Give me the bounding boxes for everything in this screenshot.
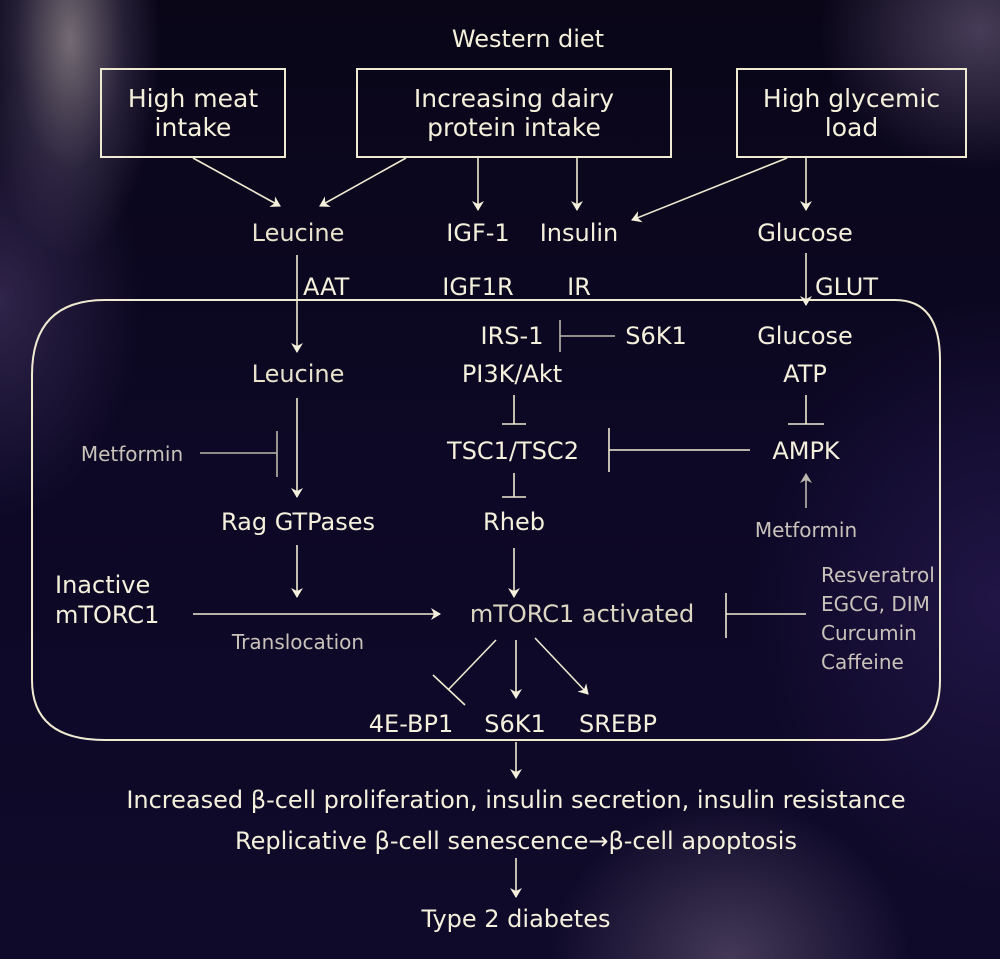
node-s6k1-feedback: S6K1 bbox=[625, 322, 687, 350]
node-leucine-intracellular: Leucine bbox=[251, 360, 345, 388]
arrow-dairy-to-leucine bbox=[319, 157, 407, 207]
node-4ebp1: 4E-BP1 bbox=[368, 710, 454, 738]
node-tsc1-tsc2: TSC1/TSC2 bbox=[447, 437, 579, 465]
inhibitor-caffeine: Caffeine bbox=[821, 650, 904, 674]
receptor-glut: GLUT bbox=[815, 273, 878, 301]
inhibitor-list: Resveratrol EGCG, DIM Curcumin Caffeine bbox=[821, 561, 935, 677]
outcome-line-2: Replicative β-cell senescence→β-cell apo… bbox=[235, 827, 797, 855]
outcome-line-1: Increased β-cell proliferation, insulin … bbox=[126, 786, 906, 814]
node-irs1: IRS-1 bbox=[480, 322, 544, 350]
node-ampk: AMPK bbox=[772, 437, 840, 465]
mtorc1-label: mTORC1 bbox=[55, 601, 160, 629]
receptor-ir: IR bbox=[567, 273, 591, 301]
node-atp: ATP bbox=[783, 360, 827, 388]
node-rag-gtpases: Rag GTPases bbox=[221, 508, 375, 536]
title: Western diet bbox=[451, 25, 605, 53]
node-pi3k-akt: PI3K/Akt bbox=[461, 360, 563, 388]
inhibitor-curcumin: Curcumin bbox=[821, 621, 917, 645]
node-inactive-mtorc1: Inactive mTORC1 bbox=[55, 570, 159, 630]
node-mtorc1-activated: mTORC1 activated bbox=[469, 600, 695, 628]
arrow-glycemic-to-insulin bbox=[631, 157, 788, 223]
box-label: intake bbox=[154, 113, 232, 142]
box-label: High meat bbox=[127, 84, 259, 113]
inhibitor-resveratrol: Resveratrol bbox=[821, 563, 935, 587]
node-srebp: SREBP bbox=[578, 710, 658, 738]
box-label: High glycemic bbox=[762, 84, 941, 113]
cell-membrane bbox=[31, 299, 941, 741]
receptor-aat: AAT bbox=[303, 273, 350, 301]
node-glucose-intracellular: Glucose bbox=[757, 322, 853, 350]
node-metformin-right: Metformin bbox=[754, 518, 858, 542]
inactive-label: Inactive bbox=[55, 571, 151, 599]
box-label: Increasing dairy bbox=[413, 84, 615, 113]
node-s6k1: S6K1 bbox=[484, 710, 546, 738]
node-insulin: Insulin bbox=[539, 219, 619, 247]
outcome-type2-diabetes: Type 2 diabetes bbox=[421, 905, 611, 933]
node-igf1: IGF-1 bbox=[446, 219, 510, 247]
receptor-igf1r: IGF1R bbox=[442, 273, 514, 301]
node-metformin-left: Metformin bbox=[80, 442, 184, 466]
box-label: load bbox=[824, 113, 879, 142]
arrow-mtorc1-to-srebp bbox=[534, 637, 589, 695]
node-rheb: Rheb bbox=[483, 508, 545, 536]
node-glucose-extracellular: Glucose bbox=[757, 219, 853, 247]
arrow-meat-to-leucine bbox=[192, 157, 281, 207]
label-translocation: Translocation bbox=[231, 630, 365, 654]
node-leucine-extracellular: Leucine bbox=[251, 219, 345, 247]
inhibitor-egcg-dim: EGCG, DIM bbox=[821, 592, 930, 616]
inhibit-bar-4ebp1 bbox=[432, 674, 466, 706]
box-label: protein intake bbox=[427, 113, 601, 142]
